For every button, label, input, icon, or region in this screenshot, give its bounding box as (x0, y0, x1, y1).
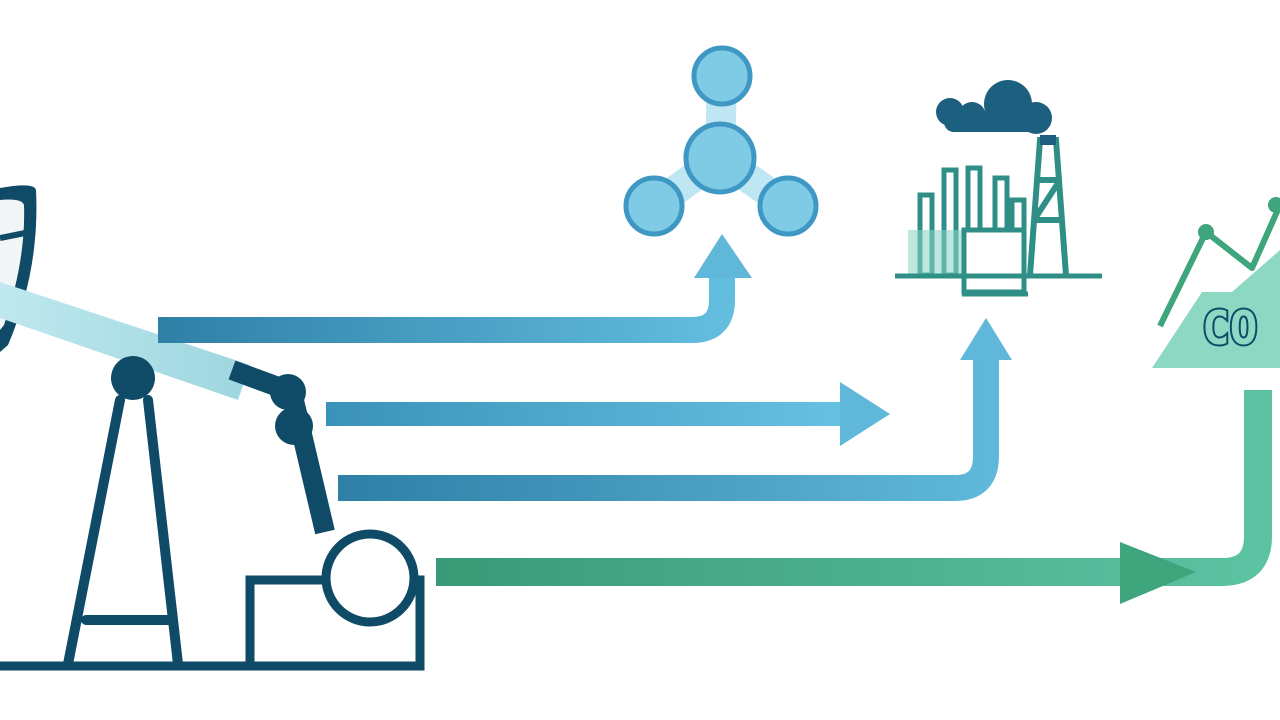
co2-panel (1152, 250, 1280, 368)
arrow-up-to-factory (338, 318, 1012, 501)
molecule-icon (623, 45, 819, 237)
molecule-atom-center (683, 121, 757, 195)
pumpjack-crank-joint (270, 374, 306, 410)
arrow-head (1120, 542, 1196, 604)
arrow-to-factory-straight (326, 382, 890, 446)
market-trend-line (1157, 203, 1280, 328)
co2-label: CO (1202, 301, 1257, 355)
pumpjack-samson-post (63, 395, 183, 669)
pumpjack-gearbox-wheel (321, 529, 419, 627)
arrow-head (960, 318, 1012, 360)
pumpjack-crank-joint-lower (275, 407, 313, 445)
pumpjack-saddle-bearing (111, 356, 155, 400)
molecule-atom-left (623, 175, 685, 237)
factory-icon (895, 80, 1102, 297)
arrow-head (840, 382, 890, 446)
arrow-to-molecule (158, 234, 752, 343)
molecule-atom-top (691, 45, 753, 107)
oil-pumpjack-icon (0, 185, 425, 671)
co2-market-icon: CO (1152, 197, 1280, 368)
arrow-to-co2 (436, 390, 1272, 604)
molecule-atom-right (757, 175, 819, 237)
pumpjack-walking-beam (0, 282, 250, 400)
factory-tower (1027, 137, 1069, 276)
smoke-cloud (936, 80, 1052, 134)
arrow-head (694, 234, 752, 278)
